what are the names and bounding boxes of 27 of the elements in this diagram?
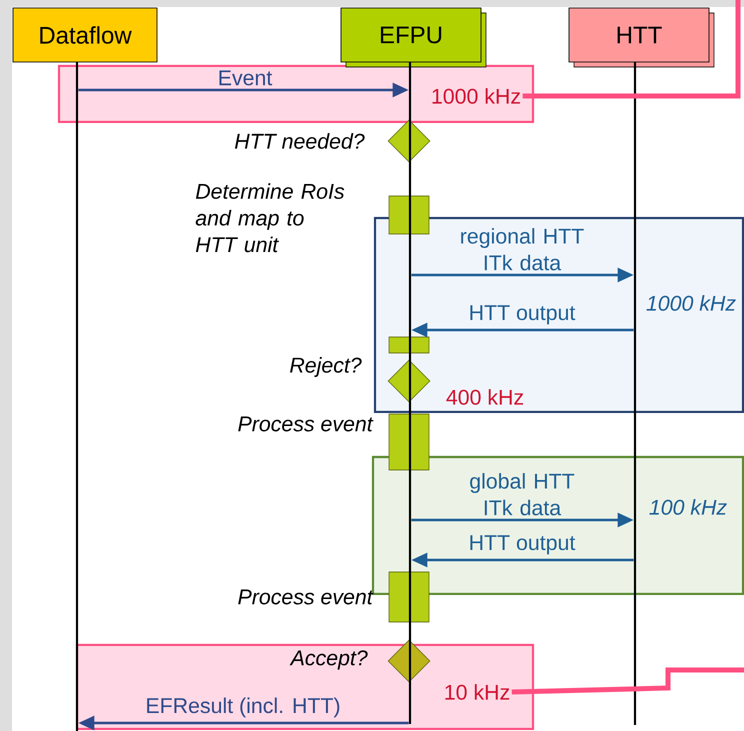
edge-label: HTT output bbox=[470, 535, 576, 554]
rate-label: 400 kHz bbox=[446, 389, 524, 405]
connector-line bbox=[522, 0, 740, 98]
participant-box: HTT bbox=[568, 8, 714, 68]
step-label: Determine RoIs and map to HTT unit bbox=[196, 183, 344, 252]
rate-label: 100 kHz bbox=[649, 499, 727, 515]
step-label: Process event bbox=[238, 416, 374, 432]
lifeline bbox=[408, 62, 412, 724]
rate-label: 10 kHz bbox=[445, 684, 510, 700]
edge-label: HTT output bbox=[470, 305, 576, 324]
lifeline bbox=[634, 62, 636, 725]
lifeline bbox=[76, 62, 78, 731]
decision-label: HTT needed? bbox=[234, 133, 365, 149]
connector-line bbox=[512, 668, 744, 694]
participant-box: Dataflow bbox=[12, 8, 158, 62]
rate-label: 1000 kHz bbox=[432, 88, 520, 104]
activity-bar bbox=[388, 336, 430, 354]
edge-label: Event bbox=[219, 70, 272, 86]
rate-frame bbox=[374, 216, 744, 414]
decision-label: Reject? bbox=[290, 357, 362, 377]
rate-label: 1000 kHz bbox=[646, 295, 736, 311]
participant-box: EFPU bbox=[340, 8, 486, 68]
edge-label: regional HTT ITk data bbox=[461, 228, 584, 270]
edge-label: global HTT ITk data bbox=[470, 473, 574, 516]
decision-label: Accept? bbox=[290, 650, 368, 670]
edge-label: EFResult (incl. HTT) bbox=[147, 698, 340, 718]
step-label: Process event bbox=[238, 590, 374, 604]
